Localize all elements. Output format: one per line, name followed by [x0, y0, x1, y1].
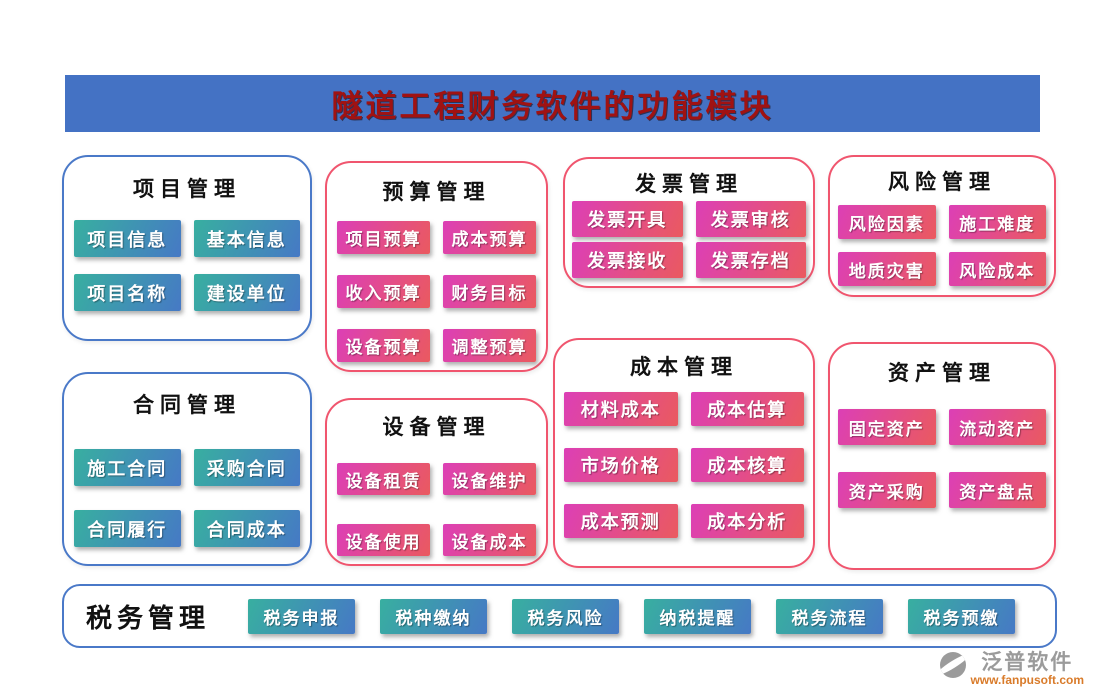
- module-button[interactable]: 地质灾害: [838, 252, 936, 286]
- card-title: 资产管理: [888, 361, 996, 385]
- module-button[interactable]: 财务目标: [443, 275, 536, 308]
- card-cost-management: 成本管理 材料成本成本估算市场价格成本核算成本预测成本分析: [553, 338, 815, 568]
- card-buttons: 项目预算成本预算收入预算财务目标设备预算调整预算: [327, 221, 546, 362]
- module-button[interactable]: 资产采购: [838, 472, 936, 508]
- module-button[interactable]: 发票存档: [695, 242, 806, 278]
- card-buttons: 材料成本成本估算市场价格成本核算成本预测成本分析: [555, 392, 813, 538]
- card-invoice-management: 发票管理 发票开具发票审核发票接收发票存档: [563, 157, 815, 288]
- module-button[interactable]: 发票开具: [572, 201, 683, 237]
- module-button[interactable]: 税种缴纳: [380, 598, 488, 634]
- fanpu-logo-icon: [940, 652, 967, 678]
- brand-footer: 泛普软件 www.fanpusoft.com: [940, 651, 1084, 687]
- card-risk-management: 风险管理 风险因素施工难度地质灾害风险成本: [828, 155, 1056, 297]
- card-title: 合同管理: [133, 393, 241, 417]
- module-button[interactable]: 纳税提醒: [644, 598, 752, 634]
- module-button[interactable]: 税务风险: [512, 598, 620, 634]
- title-banner: 隧道工程财务软件的功能模块: [65, 75, 1040, 132]
- card-asset-management: 资产管理 固定资产流动资产资产采购资产盘点: [828, 342, 1056, 570]
- card-buttons: 固定资产流动资产资产采购资产盘点: [830, 409, 1054, 508]
- card-equipment-management: 设备管理 设备租赁设备维护设备使用设备成本: [325, 398, 548, 566]
- module-button[interactable]: 发票接收: [572, 242, 683, 278]
- module-button[interactable]: 流动资产: [948, 409, 1046, 445]
- brand-url-link[interactable]: www.fanpusoft.com: [970, 673, 1084, 688]
- module-button[interactable]: 施工合同: [74, 449, 181, 486]
- card-buttons: 风险因素施工难度地质灾害风险成本: [830, 205, 1054, 286]
- module-button[interactable]: 资产盘点: [948, 472, 1046, 508]
- module-button[interactable]: 税务申报: [248, 598, 356, 634]
- module-button[interactable]: 设备维护: [443, 463, 536, 495]
- module-button[interactable]: 成本分析: [690, 504, 804, 538]
- module-button[interactable]: 建设单位: [193, 274, 300, 311]
- card-budget-management: 预算管理 项目预算成本预算收入预算财务目标设备预算调整预算: [325, 161, 548, 372]
- module-button[interactable]: 成本估算: [690, 392, 804, 426]
- card-project-management: 项目管理 项目信息基本信息项目名称建设单位: [62, 155, 312, 341]
- taxbar-title: 税务管理: [86, 603, 211, 633]
- module-button[interactable]: 材料成本: [564, 392, 678, 426]
- module-button[interactable]: 项目名称: [74, 274, 181, 311]
- tax-management-bar: 税务管理 税务申报税种缴纳税务风险纳税提醒税务流程税务预缴: [62, 584, 1057, 648]
- card-title: 项目管理: [133, 177, 241, 201]
- module-button[interactable]: 设备租赁: [337, 463, 430, 495]
- page-title: 隧道工程财务软件的功能模块: [331, 89, 774, 124]
- card-buttons: 项目信息基本信息项目名称建设单位: [64, 220, 310, 311]
- module-button[interactable]: 市场价格: [564, 448, 678, 482]
- taxbar-buttons: 税务申报税种缴纳税务风险纳税提醒税务流程税务预缴: [248, 598, 1033, 634]
- module-button[interactable]: 风险因素: [838, 205, 936, 239]
- module-button[interactable]: 基本信息: [193, 220, 300, 257]
- card-buttons: 设备租赁设备维护设备使用设备成本: [327, 463, 546, 556]
- module-button[interactable]: 税务预缴: [908, 598, 1016, 634]
- brand-name: 泛普软件: [981, 650, 1074, 674]
- card-buttons: 施工合同采购合同合同履行合同成本: [64, 449, 310, 547]
- card-title: 成本管理: [630, 355, 738, 379]
- module-button[interactable]: 成本核算: [690, 448, 804, 482]
- module-button[interactable]: 风险成本: [948, 252, 1046, 286]
- module-button[interactable]: 施工难度: [948, 205, 1046, 239]
- module-button[interactable]: 项目信息: [74, 220, 181, 257]
- module-button[interactable]: 设备预算: [337, 329, 430, 362]
- module-button[interactable]: 发票审核: [695, 201, 806, 237]
- module-button[interactable]: 固定资产: [838, 409, 936, 445]
- module-button[interactable]: 设备成本: [443, 524, 536, 556]
- module-button[interactable]: 成本预算: [443, 221, 536, 254]
- card-buttons: 发票开具发票审核发票接收发票存档: [565, 201, 813, 278]
- module-button[interactable]: 合同成本: [193, 510, 300, 547]
- card-title: 设备管理: [382, 415, 491, 439]
- card-title: 预算管理: [382, 180, 491, 204]
- module-button[interactable]: 成本预测: [564, 504, 678, 538]
- card-contract-management: 合同管理 施工合同采购合同合同履行合同成本: [62, 372, 312, 566]
- module-button[interactable]: 设备使用: [337, 524, 430, 556]
- card-title: 风险管理: [888, 170, 996, 194]
- module-button[interactable]: 调整预算: [443, 329, 536, 362]
- module-button[interactable]: 合同履行: [74, 510, 181, 547]
- module-button[interactable]: 项目预算: [337, 221, 430, 254]
- module-button[interactable]: 收入预算: [337, 275, 430, 308]
- module-button[interactable]: 采购合同: [193, 449, 300, 486]
- card-title: 发票管理: [635, 172, 743, 196]
- module-button[interactable]: 税务流程: [776, 598, 884, 634]
